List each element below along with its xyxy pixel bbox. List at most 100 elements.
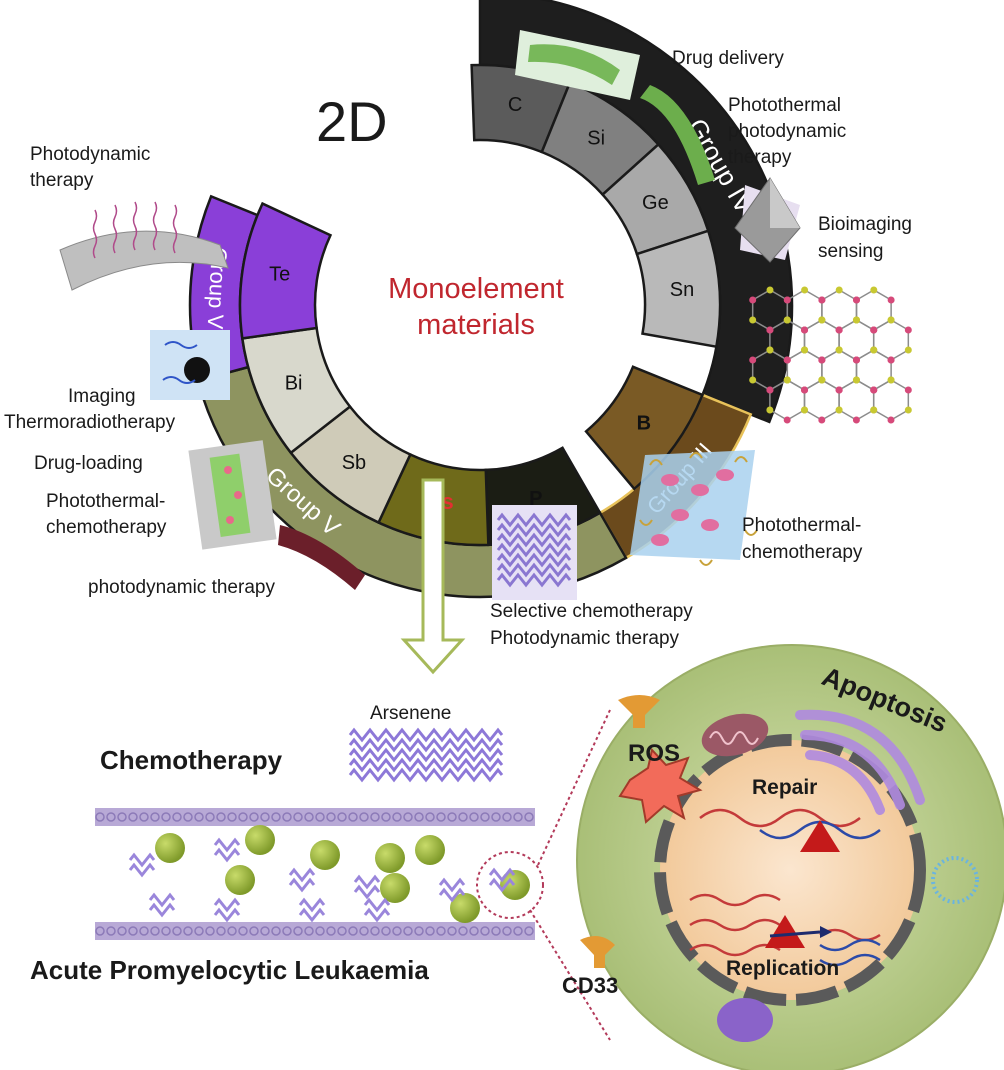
photothermal-chemo-left-label-line2: chemotherapy [46,517,167,538]
honeycomb-lattice-illustration [749,286,912,424]
lattice-atom [749,356,757,364]
imaging-nanoparticle-illustration [150,330,230,400]
element-label-sn: Sn [670,279,694,301]
replication-label: Replication [726,957,840,980]
phosphorene-sheet-illustration [492,505,577,600]
drug-delivery-label: Drug delivery [672,48,784,69]
drug-loading-label: Drug-loading [34,453,143,474]
arsenene-flake [148,892,176,918]
vessel-bead [150,812,160,822]
imaging-label: Imaging [68,386,136,407]
vessel-bead [216,926,226,936]
lattice-atom [835,326,843,334]
vessel-bead [139,812,149,822]
vessel-bead [117,926,127,936]
lattice-atom [783,376,791,384]
honeycomb-cell [855,349,892,391]
lattice-atom [852,376,860,384]
arsenene-layer [348,727,504,743]
arsenene-flake [288,867,316,893]
phosphorene-layer [496,552,572,568]
chemotherapy-label: Chemotherapy [100,745,283,775]
blood-vessel [95,808,731,958]
arsenene-flake-layer [213,837,241,853]
lattice-atom [749,376,757,384]
vessel-bead [370,926,380,936]
vessel-bead [469,812,479,822]
arsenene-flake [353,874,381,900]
lattice-atom [852,296,860,304]
arsenene-flake-layer [488,867,516,883]
ros-label: ROS [628,740,681,767]
vessel-bead [139,926,149,936]
lattice-atom [870,286,878,294]
arsenene-label: Arsenene [370,703,452,724]
photodynamic-therapy-bottom-label: photodynamic therapy [88,577,275,598]
honeycomb-cell [803,319,840,361]
vessel-bead [304,812,314,822]
vessel-bead [381,812,391,822]
vessel-bead [447,812,457,822]
vessel-bead [491,812,501,822]
vessel-bead [205,812,215,822]
vessel-bead [271,926,281,936]
vessel-bead [480,812,490,822]
honeycomb-cell [872,379,910,421]
figure-title: 2D [316,90,388,153]
lattice-atom [783,296,791,304]
lattice-atom [766,406,774,414]
phosphorene-layer [496,522,572,538]
vessel-bead [260,812,270,822]
photothermal-chemo-left-label-line1: Photothermal- [46,491,166,512]
vessel-bead [183,812,193,822]
vessel-bead [359,812,369,822]
arsenene-flake [363,897,391,923]
vessel-bead [172,812,182,822]
down-arrow-icon [400,478,466,675]
vessel-bead [524,926,534,936]
arsenene-flake-layer [213,907,241,923]
lattice-atom [835,386,843,394]
arsenene-layer [348,747,504,763]
drug-loading-sheet-illustration [188,440,277,550]
vessel-bead [359,926,369,936]
element-label-c: C [508,94,522,116]
arsenene-flake [213,837,241,863]
center-title-line1: Monoelement [388,273,564,305]
vessel-bead [238,812,248,822]
vessel-bead [414,812,424,822]
phosphorene-layer [496,562,572,578]
vessel-bead [227,926,237,936]
lattice-atom [800,326,808,334]
vessel-bead [502,812,512,822]
vessel-bead [480,926,490,936]
vessel-bead [502,926,512,936]
vessel-bead [315,812,325,822]
vessel-bead [271,812,281,822]
arsenene-flake-layer [213,897,241,913]
arsenene-flake-layer [148,902,176,918]
vessel-bead [348,812,358,822]
lattice-atom [904,346,912,354]
honeycomb-cell [821,289,858,331]
bioimaging-crystal-illustration [734,177,801,263]
vessel-bead [337,812,347,822]
photothermal-chemo-sheet-illustration [630,450,758,566]
vessel-bead [370,812,380,822]
vessel-bead [249,926,259,936]
lattice-atom [870,386,878,394]
vessel-bead [524,812,534,822]
phosphorene-layer [496,572,572,588]
photodynamic-therapy-p-label: Photodynamic therapy [490,628,680,649]
lattice-atom [835,286,843,294]
lattice-atom [904,406,912,414]
arsenene-layer [348,767,504,783]
lattice-atom [904,326,912,334]
vessel-bead [260,926,270,936]
vessel-bead [403,812,413,822]
lattice-atom [783,316,791,324]
vessel-bead [403,926,413,936]
honeycomb-cell [855,289,892,331]
arsenene-flake-layer [288,867,316,883]
